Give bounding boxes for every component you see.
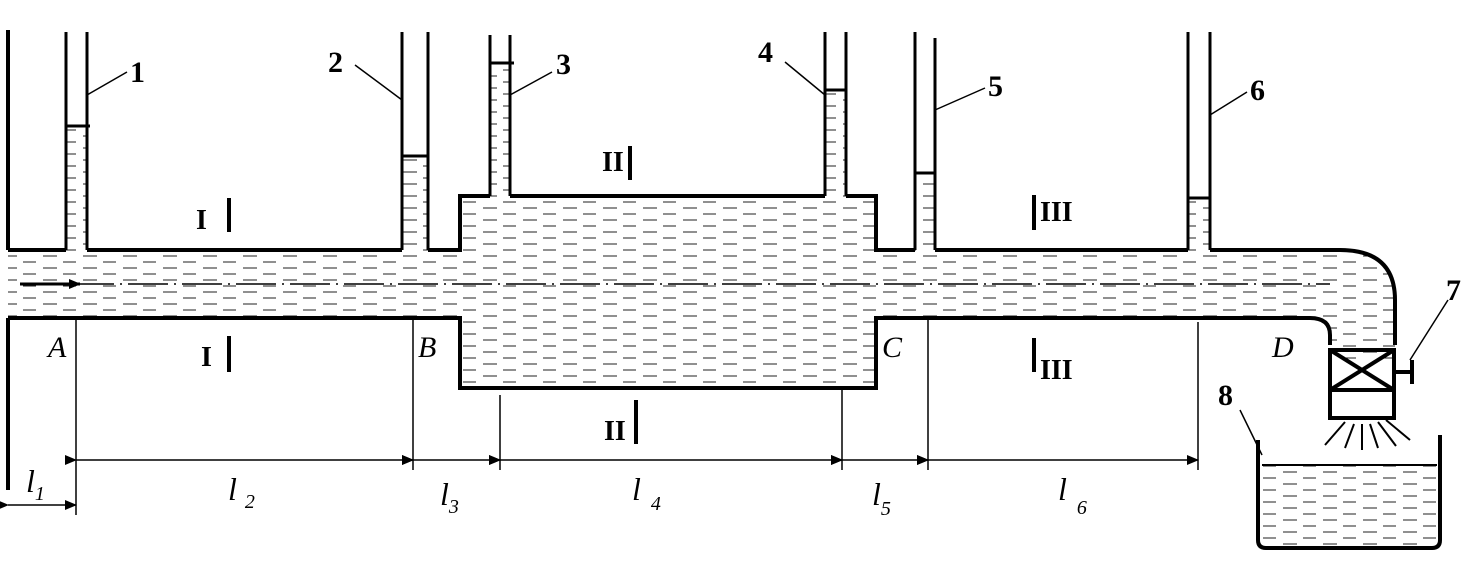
piezometer-levels <box>66 61 1210 200</box>
point-label-b: B <box>418 331 436 364</box>
dim-label-l5: l5 <box>872 476 891 520</box>
water-fill <box>8 63 1437 545</box>
piezometer-label-5: 5 <box>988 70 1003 103</box>
tank-label: 8 <box>1218 379 1233 412</box>
piezometer-label-1: 1 <box>130 56 145 89</box>
section-label-bottom-1: I <box>201 342 212 373</box>
valve-label: 7 <box>1446 274 1461 307</box>
jet-spray <box>1324 419 1411 450</box>
collection-tank <box>1256 435 1442 550</box>
section-label-top-1: I <box>196 205 207 236</box>
section-bars <box>227 146 1036 444</box>
section-label-bottom-3: III <box>1040 355 1073 386</box>
point-label-c: C <box>882 331 903 364</box>
extension-lines <box>75 318 1199 515</box>
dim-label-l6: l6 <box>1058 471 1087 519</box>
dim-label-l3: l3 <box>440 476 459 518</box>
valve <box>1328 348 1414 420</box>
section-label-top-2: II <box>602 147 624 178</box>
section-label-top-3: III <box>1040 197 1073 228</box>
piezometer-label-2: 2 <box>328 46 343 79</box>
piezometer-label-4: 4 <box>758 36 773 69</box>
dim-label-l1: l1 <box>26 463 45 505</box>
point-label-a: A <box>46 331 67 364</box>
piezometer-label-3: 3 <box>556 48 571 81</box>
dimension-lines <box>0 455 1199 510</box>
piezometer-label-6: 6 <box>1250 74 1265 107</box>
pipe-walls <box>6 30 1397 490</box>
point-label-d: D <box>1271 331 1294 364</box>
section-label-bottom-2: II <box>604 416 626 447</box>
leader-lines <box>86 61 1449 456</box>
